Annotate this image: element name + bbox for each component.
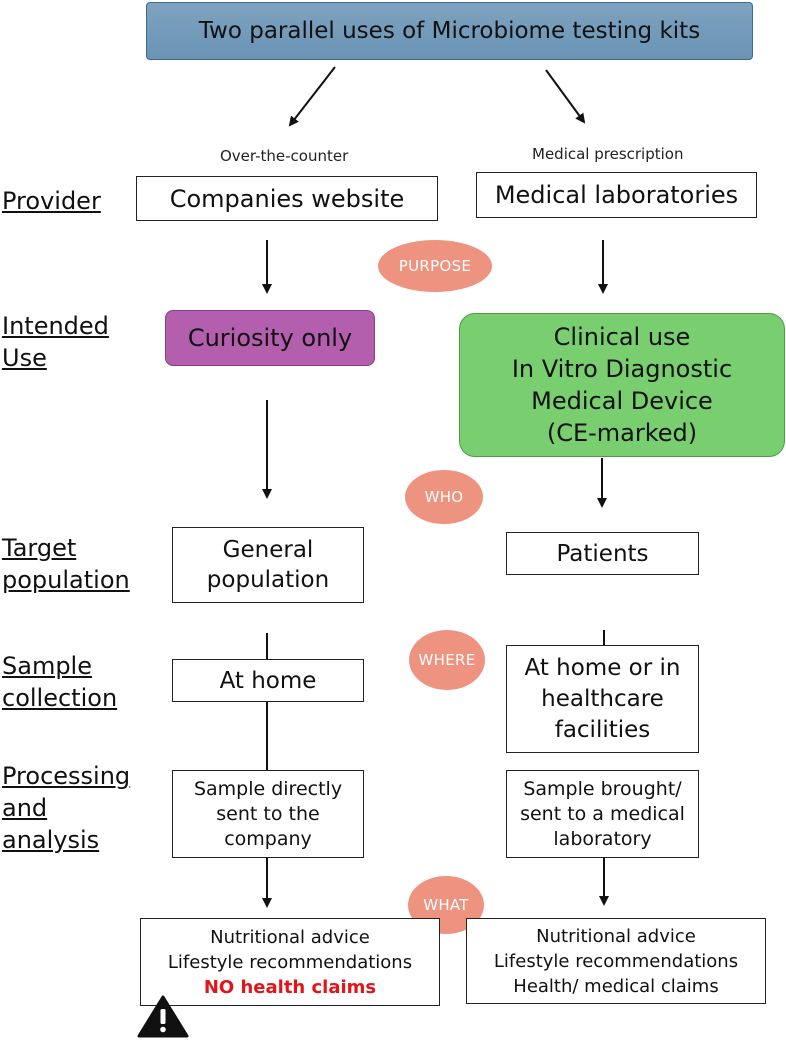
row-label-provider-text: Provider [2, 187, 101, 215]
left-provider-text: Companies website [169, 184, 405, 213]
home-or-healthcare-line3: facilities [554, 716, 651, 743]
row-label-sample-collection: Sample collection [2, 650, 117, 714]
home-or-healthcare-box: At home or in healthcare facilities [506, 645, 699, 753]
row-label-provider: Provider [2, 185, 101, 217]
general-population-line2: population [206, 567, 330, 593]
clinical-use-box: Clinical use In Vitro Diagnostic Medical… [459, 313, 785, 457]
right-result-line2: Lifestyle recommendations [493, 950, 739, 972]
who-tag: WHO [405, 470, 483, 524]
home-or-healthcare-line2: healthcare [541, 685, 664, 712]
right-column-heading: Medical prescription [532, 145, 684, 163]
right-provider-box: Medical laboratories [476, 172, 757, 218]
row-label-sample-line2: collection [2, 684, 118, 712]
row-label-target-line2: population [2, 566, 130, 594]
left-processing-line2: sent to the [216, 802, 320, 825]
where-tag: WHERE [409, 630, 485, 690]
right-results-box: Nutritional advice Lifestyle recommendat… [466, 918, 766, 1004]
who-tag-text: WHO [424, 488, 464, 506]
where-tag-text: WHERE [418, 651, 476, 669]
arrow-title-left [288, 66, 336, 127]
row-label-processing: Processing and analysis [2, 760, 130, 856]
general-population-box: General population [172, 527, 364, 603]
right-provider-text: Medical laboratories [494, 181, 739, 209]
right-processing-box: Sample brought/ sent to a medical labora… [506, 770, 699, 858]
curiosity-only-box: Curiosity only [165, 310, 375, 366]
clinical-use-line3: Medical Device [531, 387, 713, 415]
diagram-title-text: Two parallel uses of Microbiome testing … [198, 18, 701, 44]
row-label-processing-line1: Processing [2, 762, 131, 790]
home-or-healthcare-line1: At home or in [524, 654, 681, 681]
left-processing-line1: Sample directly [193, 777, 343, 800]
right-result-line1: Nutritional advice [536, 925, 696, 947]
left-result-line2: Lifestyle recommendations [167, 951, 413, 973]
what-tag-text: WHAT [423, 896, 469, 914]
no-health-claims-text: NO health claims [203, 976, 377, 998]
row-label-processing-line3: analysis [2, 826, 100, 854]
row-label-intended-use-line1: Intended [2, 312, 109, 340]
row-label-processing-line2: and [2, 794, 48, 822]
row-label-sample-line1: Sample [2, 652, 92, 680]
left-result-line1: Nutritional advice [210, 926, 370, 948]
left-processing-box: Sample directly sent to the company [172, 770, 364, 858]
right-processing-line1: Sample brought/ [523, 777, 682, 800]
left-results-box: Nutritional advice Lifestyle recommendat… [140, 918, 440, 1006]
diagram-title: Two parallel uses of Microbiome testing … [146, 2, 753, 60]
row-label-target-line1: Target [2, 534, 77, 562]
general-population-line1: General [222, 537, 314, 563]
row-label-intended-use: Intended Use [2, 310, 109, 374]
purpose-tag: PURPOSE [378, 240, 492, 292]
clinical-use-line4: (CE-marked) [546, 419, 698, 447]
right-processing-line3: laboratory [553, 827, 652, 850]
patients-box: Patients [506, 532, 699, 575]
at-home-text: At home [219, 667, 317, 694]
arrow-title-right [545, 69, 586, 124]
right-processing-line2: sent to a medical [520, 802, 685, 825]
warning-icon [137, 994, 189, 1038]
at-home-box: At home [172, 659, 364, 702]
patients-text: Patients [556, 540, 649, 567]
right-result-line3: Health/ medical claims [513, 975, 719, 997]
row-label-target-population: Target population [2, 532, 130, 596]
curiosity-only-text: Curiosity only [187, 324, 353, 352]
left-column-heading: Over-the-counter [220, 147, 349, 165]
purpose-tag-text: PURPOSE [398, 257, 472, 275]
left-provider-box: Companies website [136, 176, 438, 221]
row-label-intended-use-line2: Use [2, 344, 47, 372]
clinical-use-line1: Clinical use [553, 323, 691, 351]
left-processing-line3: company [224, 827, 312, 850]
clinical-use-line2: In Vitro Diagnostic [511, 355, 733, 383]
